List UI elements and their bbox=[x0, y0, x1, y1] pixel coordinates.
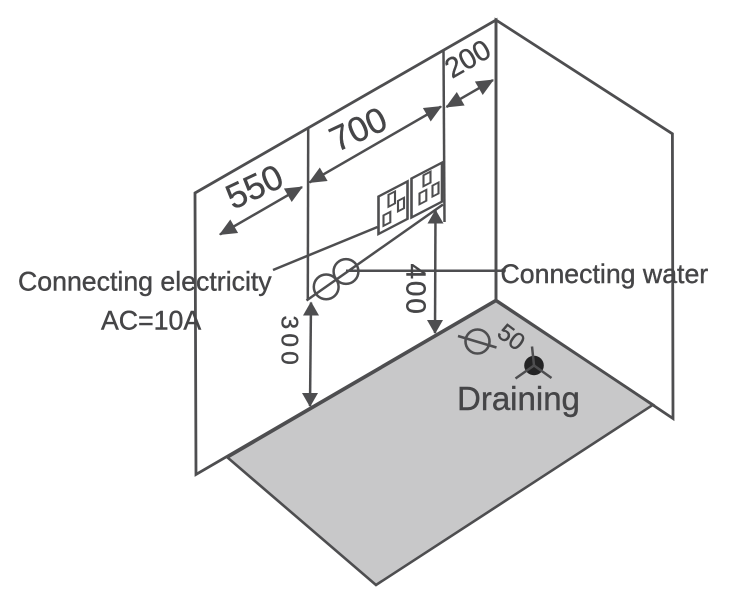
svg-text:AC=10A: AC=10A bbox=[101, 306, 201, 336]
svg-text:200: 200 bbox=[440, 34, 497, 85]
svg-text:Connecting electricity: Connecting electricity bbox=[18, 267, 272, 297]
svg-text:550: 550 bbox=[220, 157, 289, 217]
svg-text:300: 300 bbox=[276, 316, 303, 369]
svg-text:700: 700 bbox=[324, 100, 393, 160]
svg-text:Draining: Draining bbox=[457, 380, 580, 417]
svg-text:400: 400 bbox=[401, 264, 432, 316]
svg-text:Connecting water: Connecting water bbox=[501, 259, 709, 289]
